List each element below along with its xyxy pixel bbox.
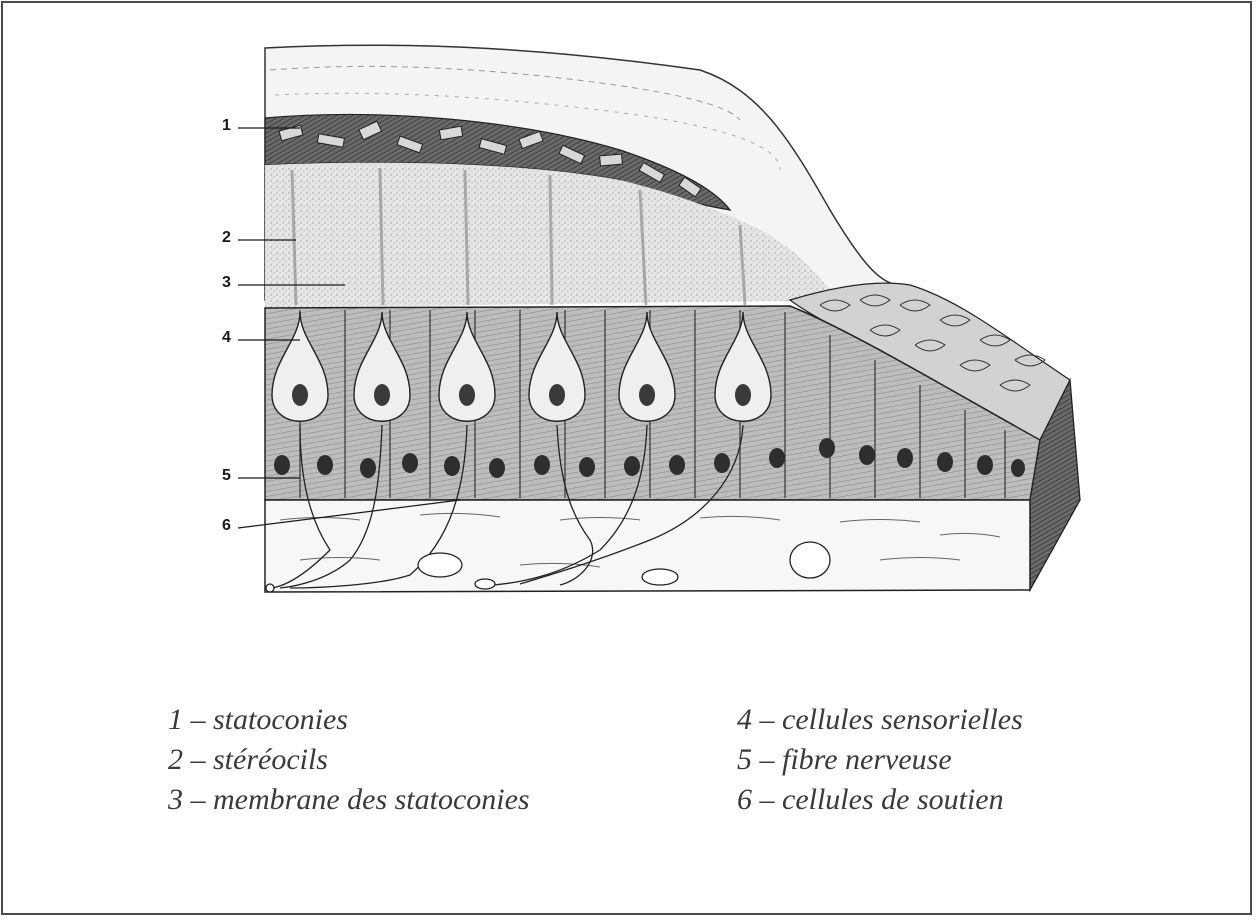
legend-item-6: 6 – cellules de soutien (737, 780, 1023, 820)
legend-right: 4 – cellules sensorielles 5 – fibre nerv… (737, 700, 1023, 820)
legend-item-2: 2 – stéréocils (168, 740, 530, 780)
legend-item-3: 3 – membrane des statoconies (168, 780, 530, 820)
marker-6: 6 (222, 518, 231, 534)
legend-left: 1 – statoconies 2 – stéréocils 3 – membr… (168, 700, 530, 820)
marker-3: 3 (222, 275, 231, 291)
legend-item-1: 1 – statoconies (168, 700, 530, 740)
marker-1: 1 (222, 118, 231, 134)
marker-4: 4 (222, 330, 231, 346)
legend-item-4: 4 – cellules sensorielles (737, 700, 1023, 740)
marker-2: 2 (222, 230, 231, 246)
macula-diagram (0, 0, 1258, 620)
legend-item-5: 5 – fibre nerveuse (737, 740, 1023, 780)
marker-5: 5 (222, 468, 231, 484)
